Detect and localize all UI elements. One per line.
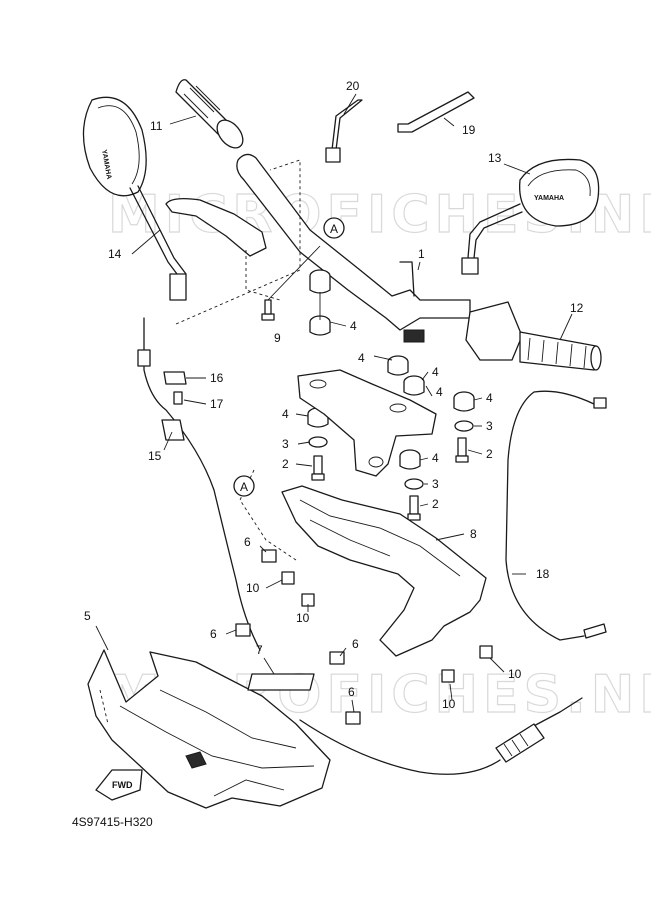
callout-14[interactable]: 14 <box>108 247 122 261</box>
callout-4g[interactable]: 4 <box>432 451 439 465</box>
callout-17[interactable]: 17 <box>210 397 224 411</box>
fwd-label: FWD <box>112 780 133 790</box>
callout-4e[interactable]: 4 <box>486 391 493 405</box>
handlebar-mount-hardware[interactable] <box>307 269 475 490</box>
callout-20[interactable]: 20 <box>346 79 360 93</box>
part-5-front-cover[interactable] <box>87 649 331 809</box>
callout-2a[interactable]: 2 <box>282 457 289 471</box>
part-13-mirror-right[interactable] <box>461 158 600 275</box>
callout-6a[interactable]: 6 <box>244 535 251 549</box>
callout-10c[interactable]: 10 <box>246 581 260 595</box>
part-17-screw[interactable] <box>173 391 183 405</box>
callout-15[interactable]: 15 <box>148 449 162 463</box>
callout-12[interactable]: 12 <box>570 301 584 315</box>
reference-a-lower: A <box>233 475 255 497</box>
fwd-arrow: FWD <box>95 769 143 801</box>
callout-labels: 20 19 11 13 1 12 14 9 4 4 4 4 4 4 3 3 3 … <box>84 79 584 711</box>
brand-right-mirror: YAMAHA <box>534 195 564 202</box>
callout-6b[interactable]: 6 <box>210 627 217 641</box>
callout-4b[interactable]: 4 <box>358 351 365 365</box>
callout-2b[interactable]: 2 <box>486 447 493 461</box>
callout-5[interactable]: 5 <box>84 609 91 623</box>
leader-lines <box>95 93 573 713</box>
callout-3a[interactable]: 3 <box>282 437 289 451</box>
part-16-clamp[interactable] <box>163 371 187 385</box>
callout-4f[interactable]: 4 <box>282 407 289 421</box>
part-18-throttle-cable[interactable] <box>495 390 607 763</box>
part-11-grip-left[interactable] <box>175 79 248 153</box>
part-15-cable[interactable] <box>137 317 501 775</box>
callout-4c[interactable]: 4 <box>432 365 439 379</box>
callout-6d[interactable]: 6 <box>348 685 355 699</box>
part-7-label[interactable] <box>247 673 315 691</box>
part-19-cable-band[interactable] <box>397 91 475 133</box>
callout-3c[interactable]: 3 <box>432 477 439 491</box>
callout-18[interactable]: 18 <box>536 567 550 581</box>
callout-11[interactable]: 11 <box>150 119 163 133</box>
callout-1[interactable]: 1 <box>418 247 425 261</box>
reference-a-upper: A <box>323 217 345 239</box>
part-1-handlebar[interactable] <box>236 153 471 343</box>
part-12-grip-right[interactable] <box>465 301 602 371</box>
part-2-bolts[interactable] <box>311 437 469 521</box>
part-8-handlebar-cover-rear[interactable] <box>239 469 487 657</box>
part-9-screw[interactable] <box>261 245 321 321</box>
part-10-screws[interactable] <box>281 571 493 683</box>
callout-6c[interactable]: 6 <box>352 637 359 651</box>
callout-10d[interactable]: 10 <box>296 611 310 625</box>
callout-9[interactable]: 9 <box>274 331 281 345</box>
callout-7[interactable]: 7 <box>256 643 263 657</box>
part-14-mirror-left[interactable] <box>82 96 187 301</box>
callout-8[interactable]: 8 <box>470 527 477 541</box>
part-20-cable-tie[interactable] <box>325 99 363 163</box>
handlebar-holder[interactable] <box>297 369 437 477</box>
reference-label: A <box>240 480 248 494</box>
callout-4d[interactable]: 4 <box>436 385 443 399</box>
diagram-code: 4S97415-H320 <box>72 815 153 829</box>
callout-13[interactable]: 13 <box>488 151 502 165</box>
callout-2c[interactable]: 2 <box>432 497 439 511</box>
callout-19[interactable]: 19 <box>462 123 476 137</box>
callout-3b[interactable]: 3 <box>486 419 493 433</box>
left-lever[interactable] <box>165 159 301 325</box>
callout-10b[interactable]: 10 <box>442 697 456 711</box>
callout-16[interactable]: 16 <box>210 371 224 385</box>
reference-label: A <box>330 222 338 236</box>
callout-10a[interactable]: 10 <box>508 667 522 681</box>
callout-4a[interactable]: 4 <box>350 319 357 333</box>
